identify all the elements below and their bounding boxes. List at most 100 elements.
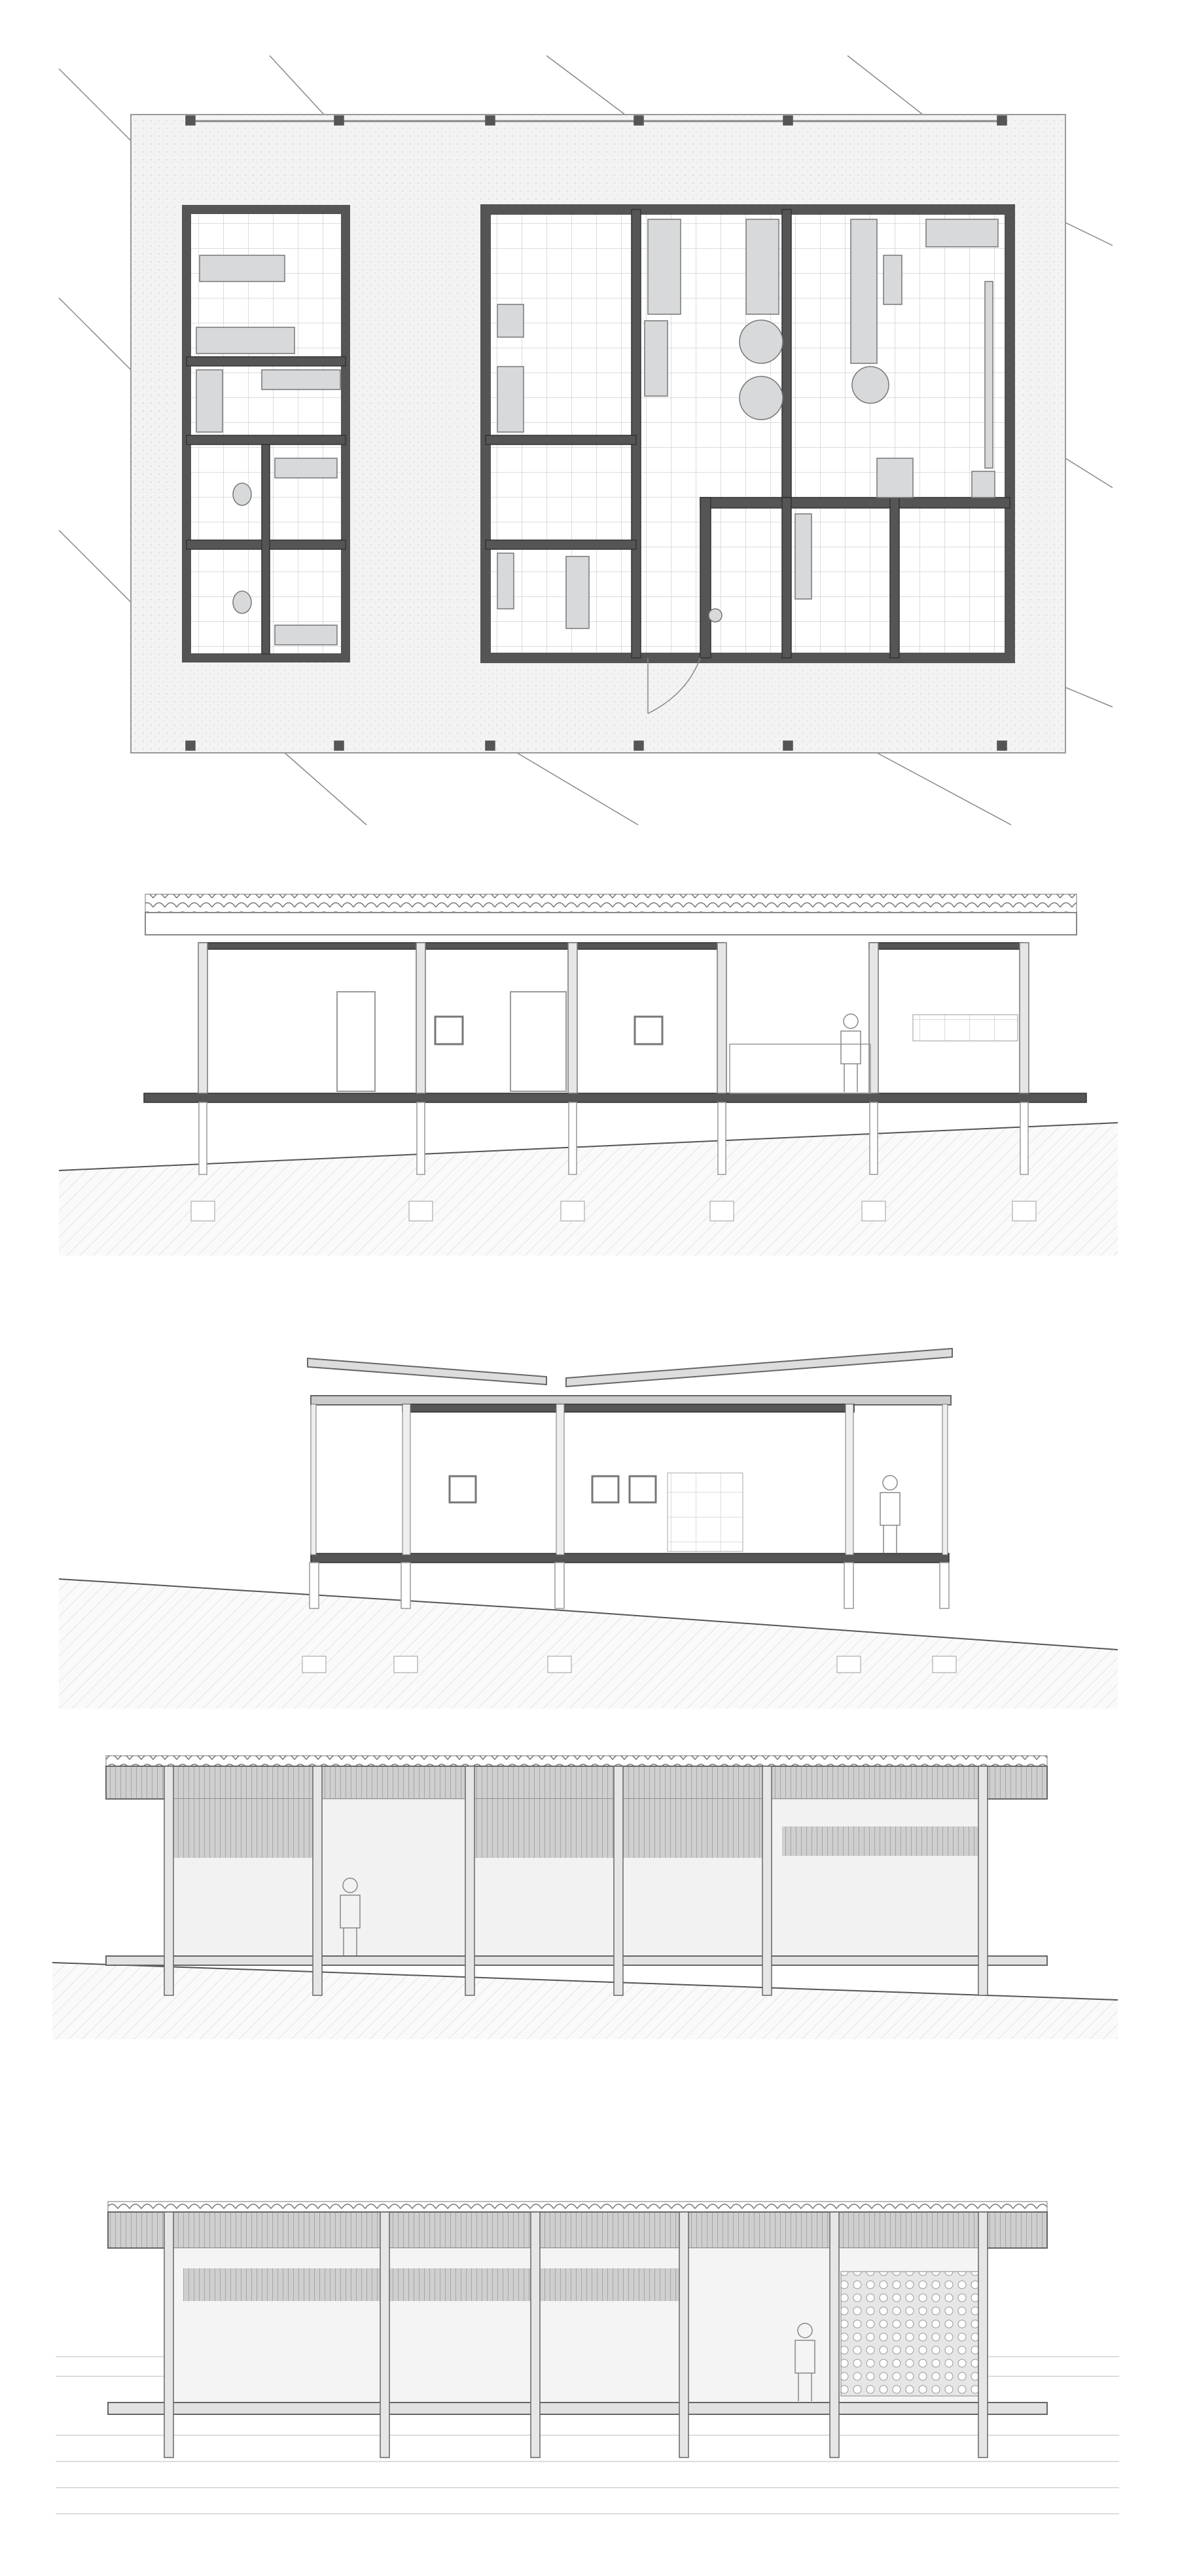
stove — [925, 219, 999, 247]
entry-door-swing — [647, 657, 701, 714]
main-wall — [485, 435, 637, 445]
footing — [1012, 1201, 1037, 1222]
column — [485, 115, 495, 126]
pier — [1020, 1102, 1029, 1175]
partition — [402, 1404, 411, 1555]
main-wall — [781, 209, 792, 498]
column — [334, 115, 344, 126]
column — [164, 1766, 174, 1996]
round-table — [739, 319, 783, 364]
ground-line — [52, 1962, 1118, 2001]
footing — [861, 1201, 886, 1222]
pier — [869, 1102, 878, 1175]
roof-edge — [107, 2211, 1048, 2249]
column — [380, 2211, 390, 2458]
deck-slab — [105, 1955, 1048, 1966]
main-wall — [631, 209, 641, 659]
roof-fascia — [145, 912, 1077, 935]
column — [997, 740, 1007, 751]
deck-slab — [107, 2402, 1048, 2415]
column — [312, 1766, 323, 1996]
soffit-shade — [171, 1799, 319, 1858]
wall-post — [1019, 942, 1029, 1094]
ground-fill — [52, 1963, 1118, 2039]
wall-post — [717, 942, 727, 1094]
column — [762, 1766, 772, 1996]
counter — [794, 513, 812, 600]
wall-right — [942, 1404, 948, 1555]
annex-wall — [186, 356, 346, 367]
column — [829, 2211, 840, 2458]
column — [978, 1766, 988, 1996]
section-transverse — [58, 1347, 1118, 1709]
main-wall — [485, 539, 637, 550]
toilet — [708, 608, 723, 623]
elevation-columns — [164, 1766, 988, 1996]
main-wall — [700, 497, 711, 659]
main-outer-wall — [480, 204, 1015, 663]
floor-plan — [58, 55, 1113, 825]
person-figure — [840, 1013, 861, 1092]
pier — [554, 1562, 565, 1609]
elevation-front — [52, 1755, 1118, 2039]
footing — [408, 1201, 433, 1222]
floor-slab — [310, 1553, 950, 1563]
main-block — [480, 204, 1015, 714]
section-posts — [190, 942, 1037, 1222]
footing — [836, 1656, 861, 1673]
soffit-shade — [782, 1826, 978, 1856]
annex-block — [182, 205, 350, 662]
shower-bench — [274, 625, 338, 645]
section-piers — [302, 1562, 957, 1673]
column — [530, 2211, 541, 2458]
round-table — [739, 376, 783, 420]
main-wall — [700, 497, 1010, 509]
shelving — [850, 219, 878, 364]
column — [485, 740, 495, 751]
counter — [196, 369, 223, 433]
window — [434, 1015, 464, 1045]
main-wall — [889, 497, 900, 659]
cabinet — [971, 471, 995, 498]
column — [334, 740, 344, 751]
roof-parapet — [310, 1395, 952, 1406]
pier — [309, 1562, 319, 1609]
roof-edge — [105, 1766, 1048, 1800]
pier — [717, 1102, 726, 1175]
elevation-rear — [56, 2201, 1119, 2514]
kitchen-counter — [196, 327, 295, 354]
column — [978, 2211, 988, 2458]
partition — [556, 1404, 565, 1555]
shelf — [883, 255, 902, 305]
pier — [844, 1562, 854, 1609]
footing — [190, 1201, 215, 1222]
footing — [560, 1201, 585, 1222]
window — [591, 1475, 620, 1504]
pier — [401, 1562, 411, 1609]
breeze-block-wall — [840, 2271, 982, 2397]
column — [997, 115, 1007, 126]
footing — [932, 1656, 957, 1673]
pier — [939, 1562, 950, 1609]
column — [783, 740, 793, 751]
person-figure — [880, 1475, 901, 1553]
window — [634, 1015, 664, 1045]
wall-post — [416, 942, 426, 1094]
shower-bench — [274, 458, 338, 479]
annex-outer-wall — [182, 205, 350, 662]
column — [679, 2211, 689, 2458]
pier — [416, 1102, 425, 1175]
column — [465, 1766, 475, 1996]
sink-counter — [644, 320, 668, 397]
partition — [845, 1404, 854, 1555]
roof-tiles — [105, 1755, 1048, 1767]
ceiling-slab — [868, 942, 1024, 950]
window — [628, 1475, 657, 1504]
roof-plane-left — [307, 1357, 547, 1386]
kitchen-counter — [745, 219, 779, 315]
ground-fill — [59, 1579, 1118, 1709]
plan-columns — [185, 115, 1007, 751]
sink-counter — [497, 366, 524, 433]
counter — [261, 369, 341, 390]
